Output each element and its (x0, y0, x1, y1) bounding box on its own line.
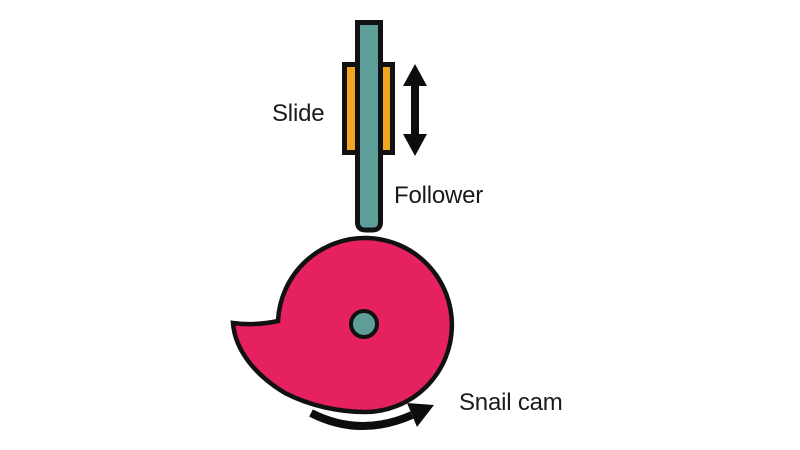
cam-axle (349, 309, 379, 339)
rotation-arrow-shaft (309, 409, 414, 430)
motion-arrow-head-up (403, 64, 427, 86)
follower-rod (355, 20, 383, 233)
rotation-arrow-icon (309, 403, 434, 430)
rotation-arrow-head (407, 403, 434, 427)
slide-label: Slide (272, 100, 325, 127)
snail-cam-shape (230, 235, 455, 415)
motion-arrow-head-down (403, 134, 427, 156)
follower-label: Follower (394, 182, 484, 209)
snail-cam-label: Snail cam (459, 389, 563, 416)
up-down-motion-arrow-icon (403, 64, 427, 156)
